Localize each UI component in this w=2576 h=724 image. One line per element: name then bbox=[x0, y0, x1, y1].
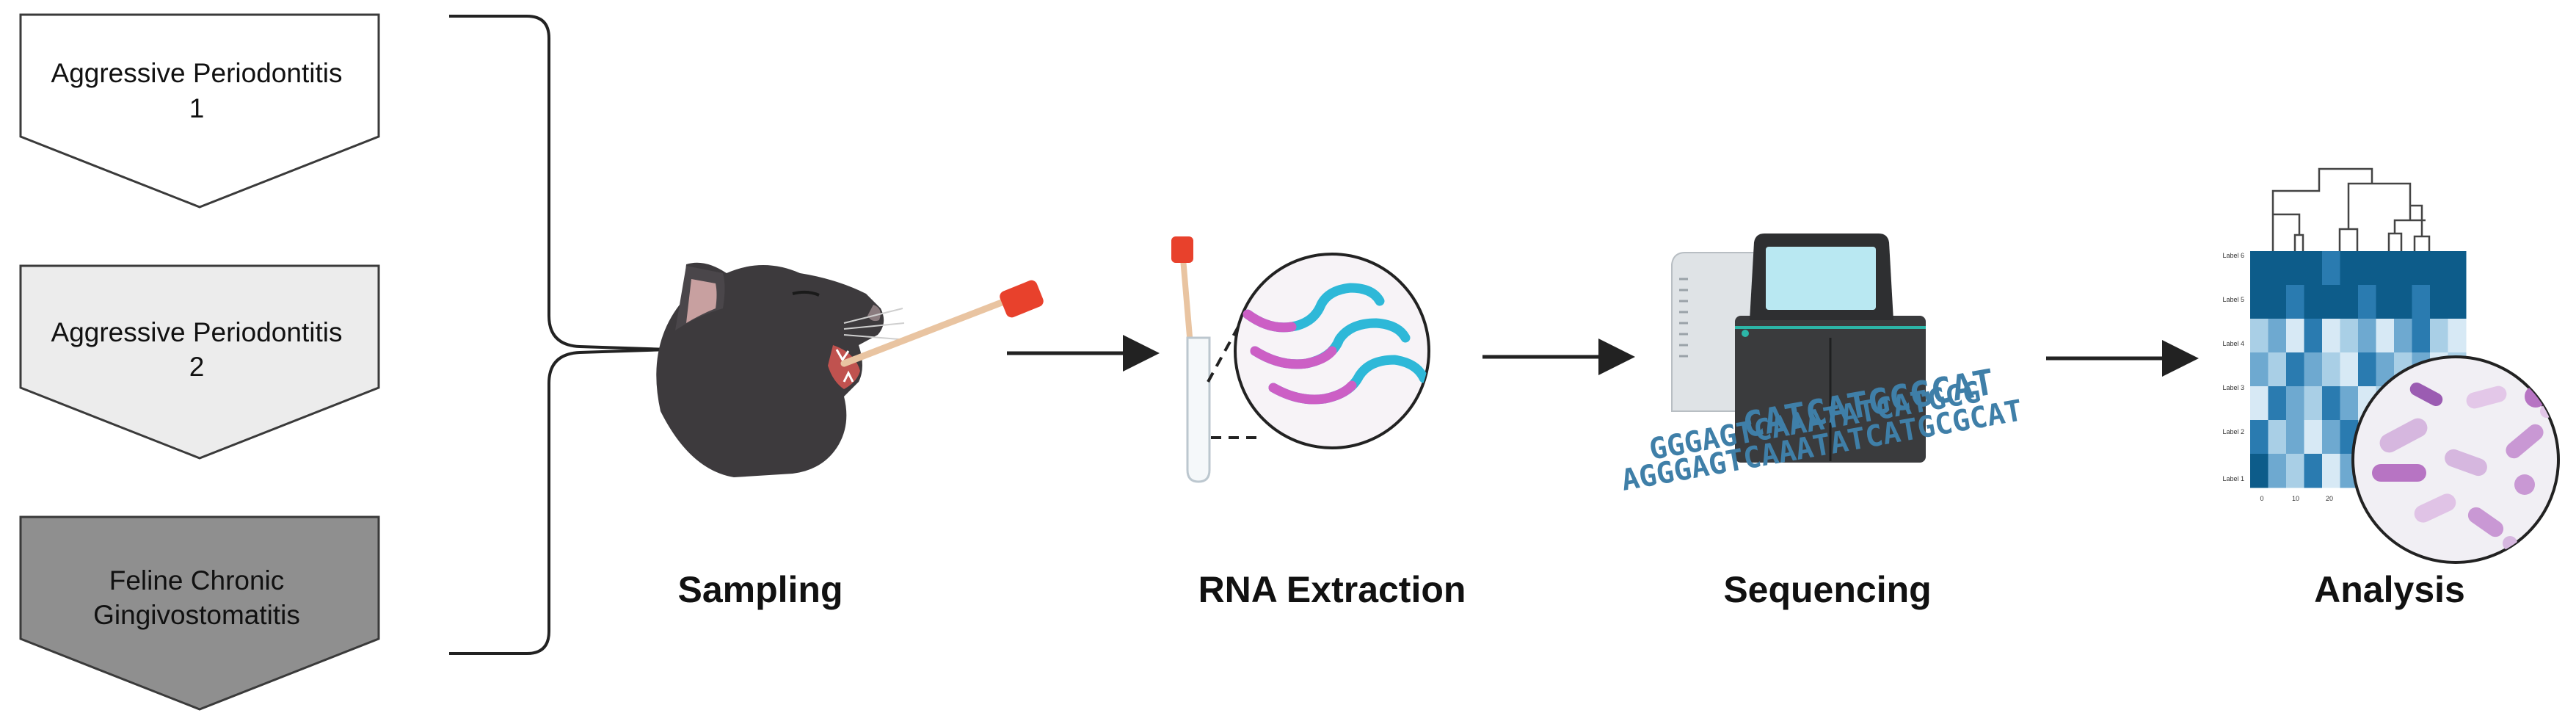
heatmap-cell bbox=[2304, 285, 2323, 319]
heatmap-cell bbox=[2268, 454, 2287, 488]
heatmap-cell bbox=[2250, 352, 2268, 387]
category-ap2-line1: Aggressive Periodontitis bbox=[51, 317, 343, 347]
grouping-brace bbox=[449, 15, 670, 655]
heatmap-cell bbox=[2358, 251, 2376, 286]
heatmap-cell bbox=[2448, 251, 2467, 286]
analysis-icon: Label 6 Label 5 Label 4 Label 3 Label 2 … bbox=[2222, 167, 2560, 564]
heatmap-cell bbox=[2268, 251, 2287, 286]
cat-sampling-icon bbox=[656, 262, 1044, 477]
heatmap-row-label: Label 5 bbox=[2222, 296, 2244, 303]
heatmap-row-label: Label 6 bbox=[2222, 252, 2244, 259]
heatmap-cell bbox=[2304, 454, 2323, 488]
heatmap-cell bbox=[2394, 285, 2412, 319]
heatmap-cell bbox=[2286, 285, 2304, 319]
step-label-sequencing: Sequencing bbox=[1723, 569, 1931, 610]
dendrogram bbox=[2271, 167, 2431, 253]
heatmap-row-label: Label 2 bbox=[2222, 428, 2244, 435]
heatmap-cell bbox=[2394, 251, 2412, 286]
category-fcgs: Feline Chronic Gingivostomatitis bbox=[19, 515, 380, 711]
heatmap-cell bbox=[2412, 319, 2431, 353]
heatmap-x-tick: 20 bbox=[2326, 495, 2333, 502]
heatmap-row-labels: Label 6 Label 5 Label 4 Label 3 Label 2 … bbox=[2222, 252, 2244, 482]
heatmap-cell bbox=[2358, 352, 2376, 387]
heatmap-cell bbox=[2268, 285, 2287, 319]
heatmap-cell bbox=[2250, 251, 2268, 286]
heatmap-cell bbox=[2268, 352, 2287, 387]
heatmap-x-tick: 0 bbox=[2260, 495, 2263, 502]
heatmap-cell bbox=[2322, 420, 2340, 455]
heatmap-cell bbox=[2322, 319, 2340, 353]
heatmap-row-label: Label 1 bbox=[2222, 475, 2244, 482]
heatmap-cell bbox=[2448, 285, 2467, 319]
category-ap2: Aggressive Periodontitis 2 bbox=[19, 264, 380, 460]
heatmap-cell bbox=[2304, 251, 2323, 286]
heatmap-cell bbox=[2412, 285, 2431, 319]
heatmap-cell bbox=[2340, 352, 2359, 387]
heatmap-cell bbox=[2322, 285, 2340, 319]
heatmap-cell bbox=[2250, 420, 2268, 455]
category-ap1-line1: Aggressive Periodontitis bbox=[51, 58, 343, 88]
heatmap-cell bbox=[2430, 319, 2448, 353]
heatmap-cell bbox=[2322, 352, 2340, 387]
category-fcgs-line2: Gingivostomatitis bbox=[93, 600, 300, 630]
heatmap-cell bbox=[2250, 386, 2268, 421]
heatmap-cell bbox=[2286, 420, 2304, 455]
heatmap-cell bbox=[2430, 251, 2448, 286]
heatmap-cell bbox=[2268, 420, 2287, 455]
heatmap-cell bbox=[2286, 251, 2304, 286]
heatmap-cell bbox=[2322, 251, 2340, 286]
category-ap1-line2: 1 bbox=[189, 93, 205, 123]
heatmap-cell bbox=[2286, 386, 2304, 421]
heatmap-cell bbox=[2340, 251, 2359, 286]
heatmap-cell bbox=[2340, 319, 2359, 353]
heatmap-cell bbox=[2304, 386, 2323, 421]
heatmap-cell bbox=[2250, 319, 2268, 353]
step-label-rna-extraction: RNA Extraction bbox=[1198, 569, 1466, 610]
heatmap-cell bbox=[2412, 251, 2431, 286]
heatmap-cell bbox=[2304, 319, 2323, 353]
sequencer-icon: CATCATGCGCAT GGGAGTCAAATATCATGCG AGGGAGT… bbox=[1619, 234, 2025, 498]
heatmap-cell bbox=[2448, 319, 2467, 353]
heatmap-cell bbox=[2250, 285, 2268, 319]
heatmap-x-tick: 10 bbox=[2292, 495, 2299, 502]
heatmap-cell bbox=[2268, 386, 2287, 421]
heatmap-cell bbox=[2286, 352, 2304, 387]
heatmap-cell bbox=[2430, 285, 2448, 319]
heatmap-cell bbox=[2340, 386, 2359, 421]
heatmap-x-ticks: 0 10 20 bbox=[2260, 495, 2333, 502]
heatmap-cell bbox=[2322, 454, 2340, 488]
category-ap2-line2: 2 bbox=[189, 352, 205, 382]
heatmap-cell bbox=[2286, 454, 2304, 488]
heatmap-row-label: Label 3 bbox=[2222, 384, 2244, 391]
heatmap-cell bbox=[2376, 251, 2395, 286]
heatmap-cell bbox=[2394, 319, 2412, 353]
step-label-analysis: Analysis bbox=[2314, 569, 2465, 610]
category-fcgs-line1: Feline Chronic bbox=[109, 565, 285, 596]
heatmap-cell bbox=[2376, 285, 2395, 319]
heatmap-cell bbox=[2268, 319, 2287, 353]
category-ap1-shape bbox=[19, 13, 380, 209]
heatmap-cell bbox=[2304, 420, 2323, 455]
heatmap-cell bbox=[2286, 319, 2304, 353]
heatmap-cell bbox=[2250, 454, 2268, 488]
step-label-sampling: Sampling bbox=[677, 569, 843, 610]
rna-extraction-icon bbox=[1171, 236, 1430, 483]
heatmap-row-label: Label 4 bbox=[2222, 340, 2244, 347]
heatmap-cell bbox=[2358, 285, 2376, 319]
category-ap1: Aggressive Periodontitis 1 bbox=[19, 13, 380, 209]
heatmap-cell bbox=[2340, 285, 2359, 319]
heatmap-cell bbox=[2304, 352, 2323, 387]
heatmap-cell bbox=[2358, 319, 2376, 353]
heatmap-cell bbox=[2322, 386, 2340, 421]
category-ap2-shape bbox=[19, 264, 380, 460]
category-fcgs-shape bbox=[19, 515, 380, 711]
heatmap-cell bbox=[2376, 319, 2395, 353]
